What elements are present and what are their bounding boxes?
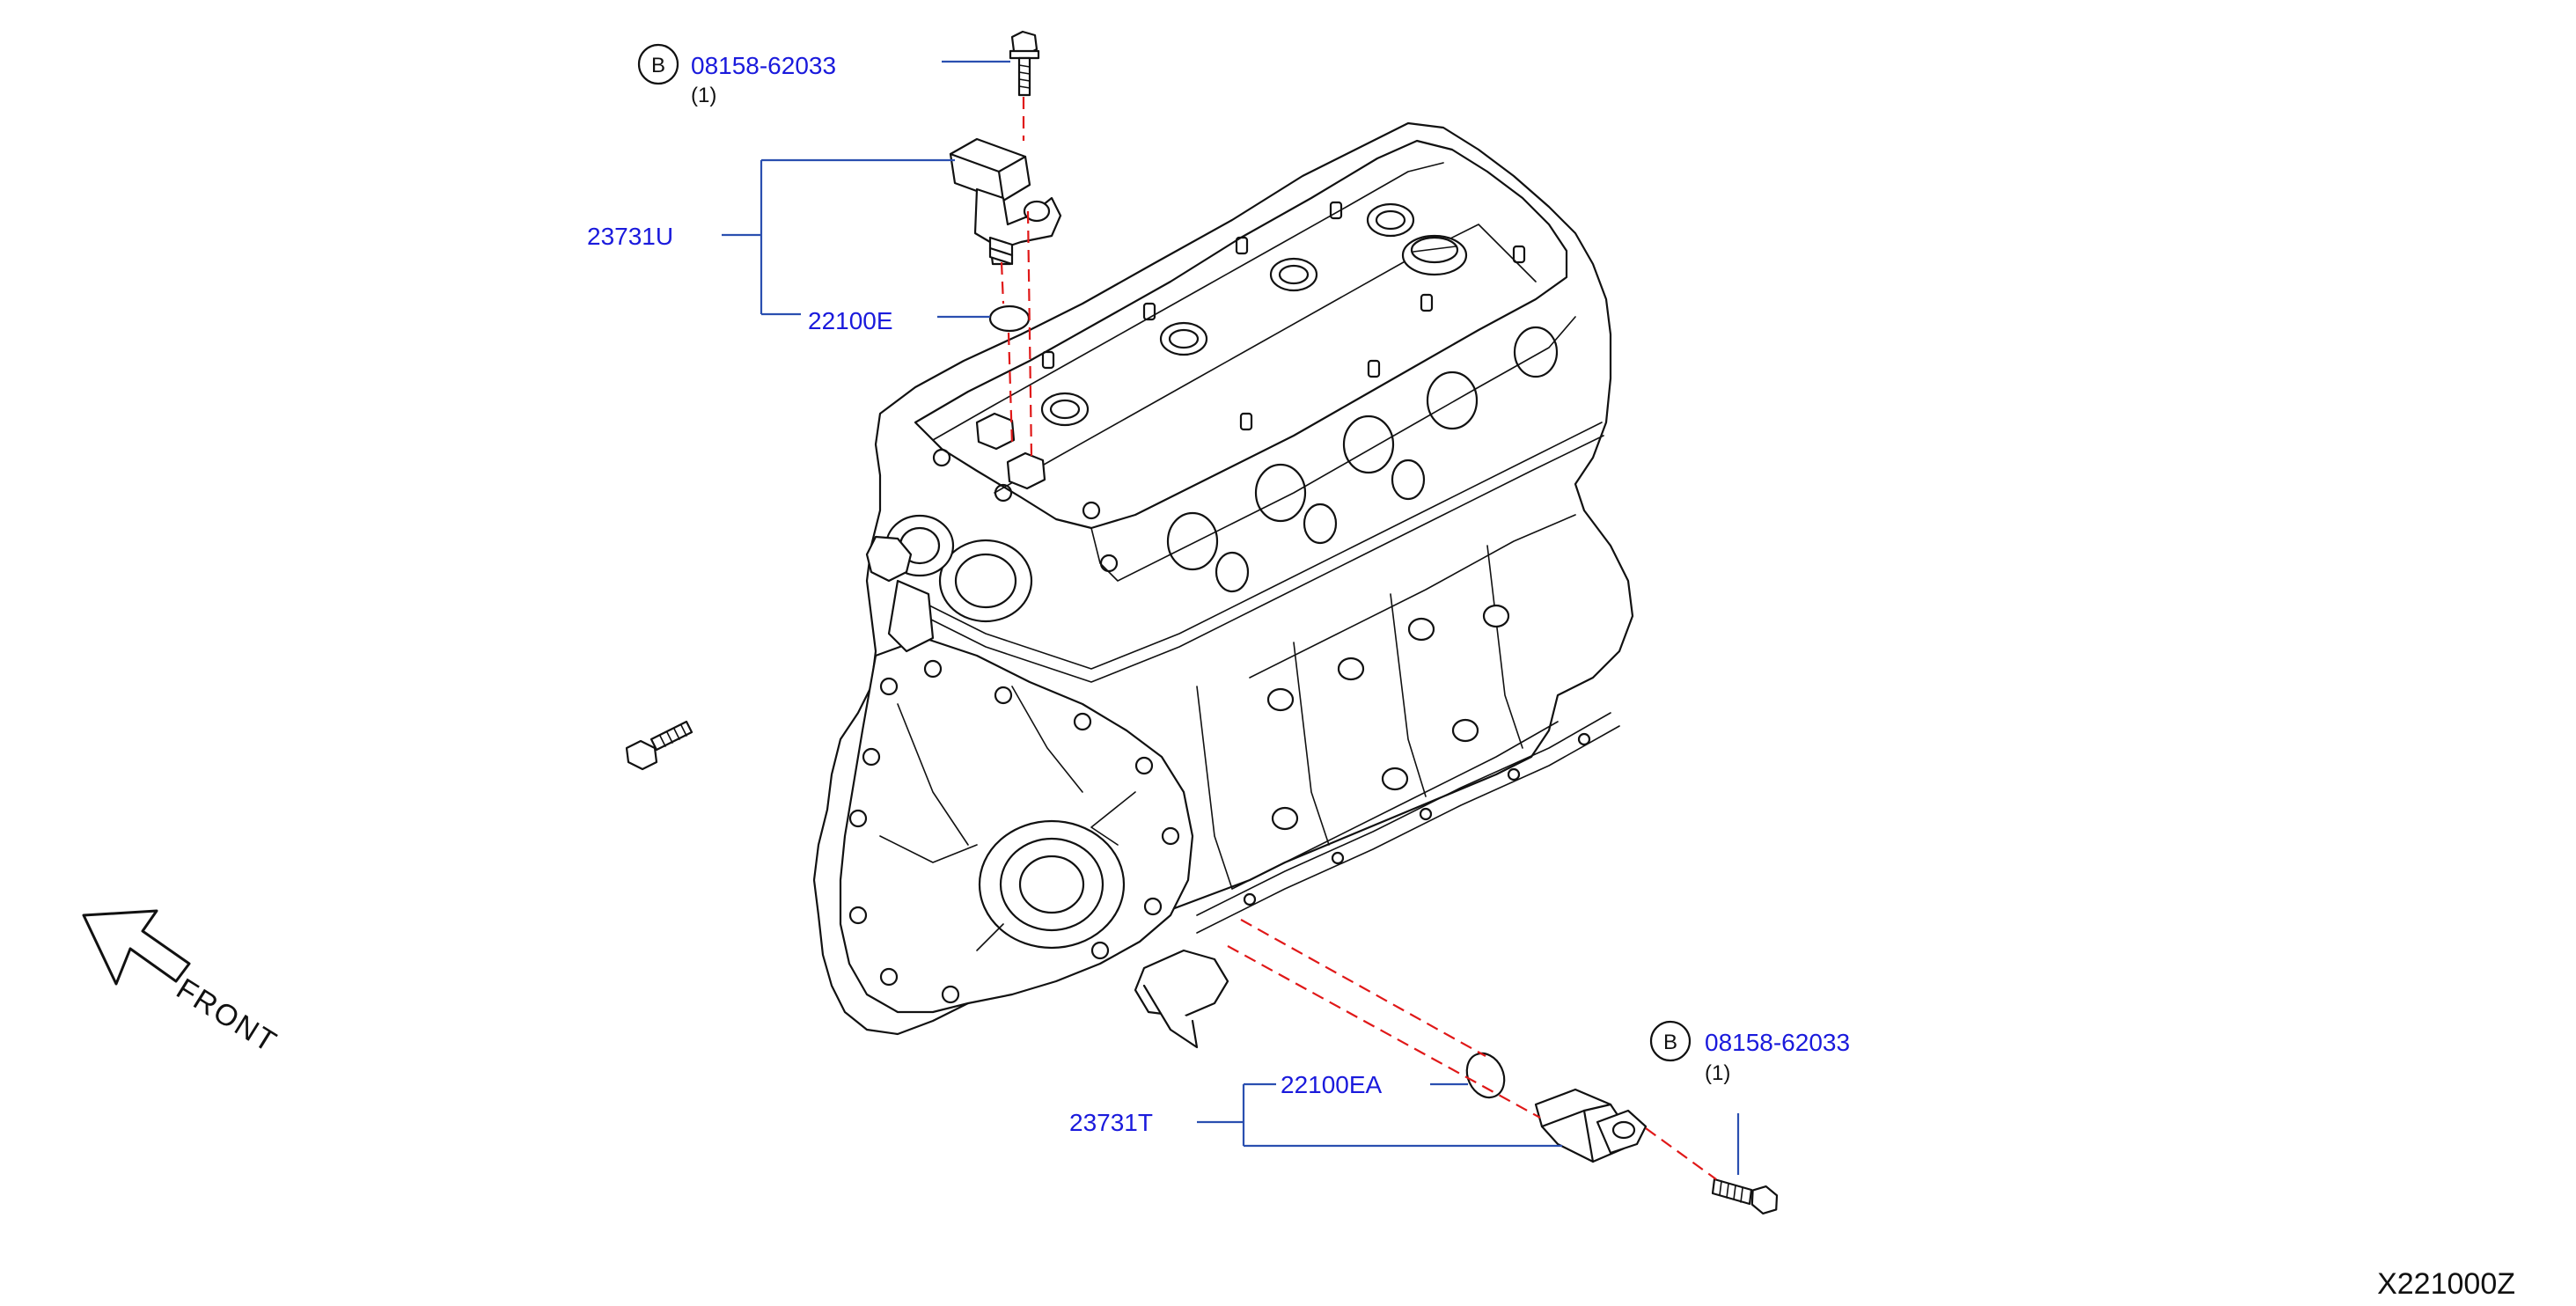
ref-circle-bottom — [1649, 1020, 1692, 1062]
callout-bottom-bolt[interactable]: B 08158-62033 (1) — [1649, 1020, 1850, 1085]
ref-letter-top: B — [651, 54, 665, 77]
crank-oring-illustration — [1465, 1052, 1506, 1099]
part-number-top-bolt[interactable]: 08158-62033 — [691, 52, 836, 79]
bottom-bolt-illustration — [1711, 1178, 1779, 1215]
callout-top-bolt[interactable]: B 08158-62033 (1) — [637, 43, 836, 107]
leader-lines — [722, 60, 1740, 1175]
part-number-cam-oring[interactable]: 22100E — [808, 307, 893, 334]
front-arrow-icon — [82, 909, 191, 986]
loose-bolt-illustration — [625, 720, 694, 771]
top-bolt-illustration — [1009, 30, 1040, 97]
front-direction-indicator: FRONT — [82, 909, 283, 1060]
cam-oring-illustration — [988, 304, 1031, 333]
quantity-bottom-bolt: (1) — [1705, 1061, 1730, 1085]
cam-position-sensor-illustration — [949, 137, 1062, 266]
part-number-crank-oring[interactable]: 22100EA — [1281, 1071, 1383, 1098]
diagram-id: X221000Z — [2377, 1267, 2515, 1301]
ref-circle-top — [637, 43, 679, 85]
engine-block-illustration — [812, 121, 1634, 1049]
ref-letter-bottom: B — [1663, 1031, 1677, 1054]
crank-position-sensor-illustration — [1534, 1088, 1648, 1163]
assembly-lines — [1000, 97, 1717, 1180]
part-number-crank-sensor[interactable]: 23731T — [1069, 1109, 1153, 1136]
part-number-bottom-bolt[interactable]: 08158-62033 — [1705, 1029, 1850, 1056]
quantity-top-bolt: (1) — [691, 84, 716, 107]
part-number-cam-sensor[interactable]: 23731U — [587, 223, 673, 250]
front-label: FRONT — [171, 972, 283, 1060]
